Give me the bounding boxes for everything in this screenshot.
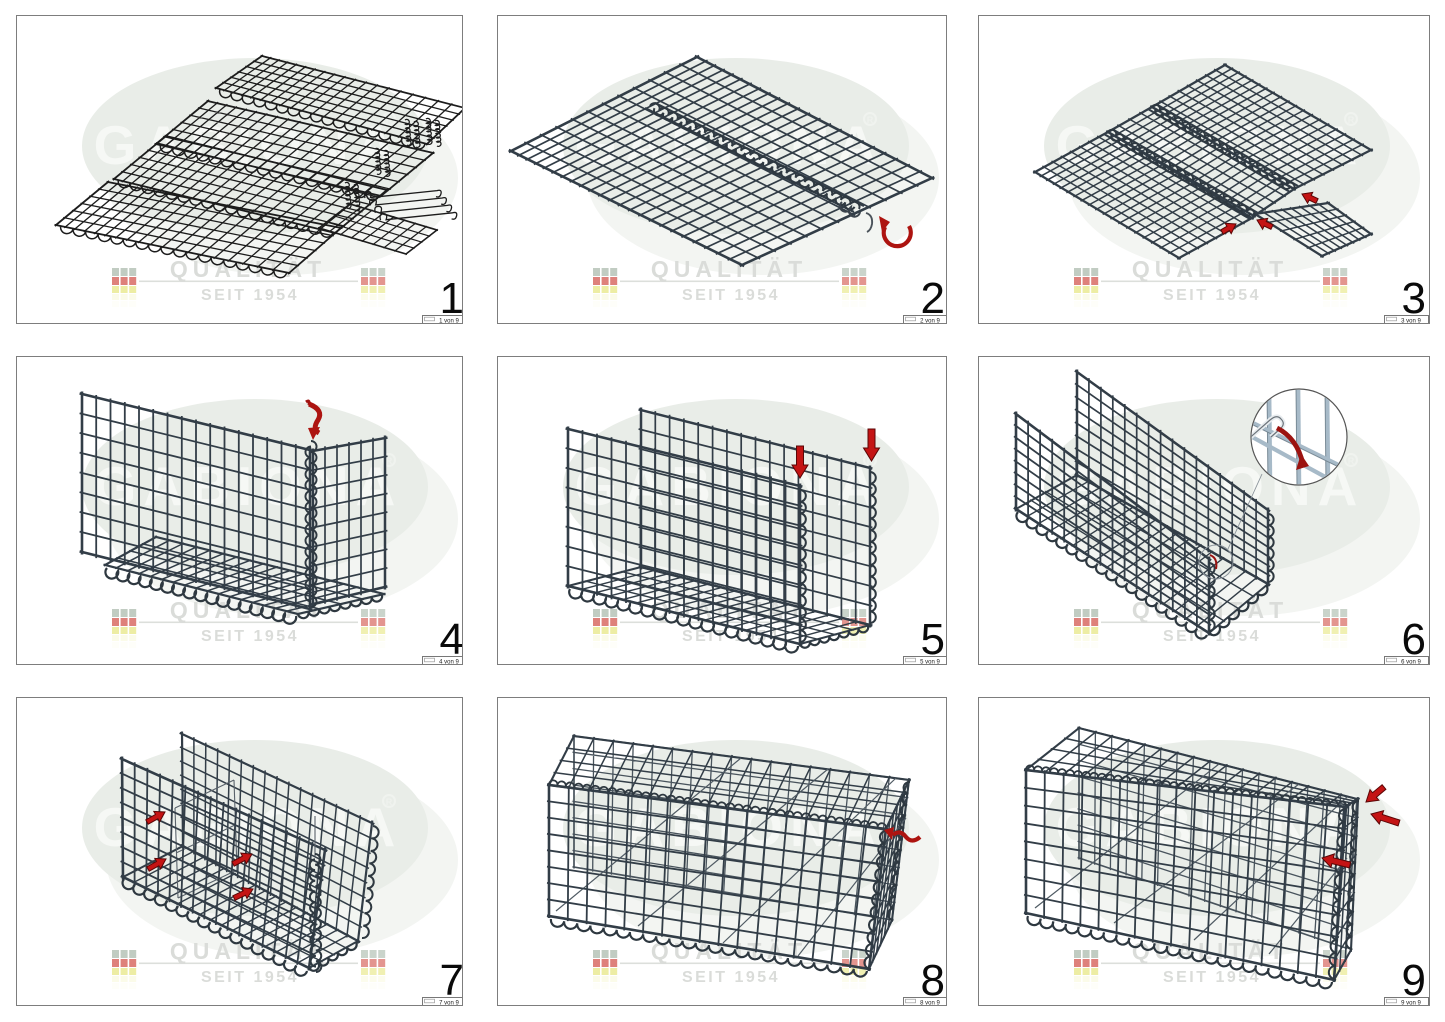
svg-text:5 von 9: 5 von 9	[920, 659, 940, 664]
svg-text:4 von 9: 4 von 9	[439, 659, 459, 664]
svg-text:7 von 9: 7 von 9	[439, 1000, 459, 1005]
svg-text:4: 4	[440, 615, 462, 664]
svg-text:6 von 9: 6 von 9	[1401, 659, 1421, 664]
svg-text:QUALITÄT: QUALITÄT	[651, 256, 807, 282]
svg-text:8: 8	[921, 956, 945, 1005]
svg-text:SEIT 1954: SEIT 1954	[682, 969, 780, 986]
svg-text:9 von 9: 9 von 9	[1401, 1000, 1421, 1005]
svg-text:1 von 9: 1 von 9	[439, 318, 459, 323]
svg-text:SEIT 1954: SEIT 1954	[1163, 287, 1261, 304]
svg-text:SEIT 1954: SEIT 1954	[201, 628, 299, 645]
svg-text:R: R	[386, 115, 393, 125]
svg-text:8 von 9: 8 von 9	[920, 1000, 940, 1005]
svg-text:3: 3	[1402, 274, 1426, 323]
svg-text:9: 9	[1402, 956, 1426, 1005]
svg-text:SEIT 1954: SEIT 1954	[1163, 969, 1261, 986]
svg-text:6: 6	[1402, 615, 1426, 664]
svg-text:R: R	[1348, 456, 1355, 466]
svg-text:2 von 9: 2 von 9	[920, 318, 940, 323]
svg-text:1: 1	[440, 274, 462, 323]
svg-text:R: R	[1348, 115, 1355, 125]
svg-text:7: 7	[440, 956, 462, 1005]
svg-text:R: R	[386, 456, 393, 466]
svg-text:5: 5	[921, 615, 945, 664]
svg-text:QUALITÄT: QUALITÄT	[651, 938, 807, 964]
svg-text:SEIT 1954: SEIT 1954	[682, 287, 780, 304]
svg-text:SEIT 1954: SEIT 1954	[1163, 628, 1261, 645]
svg-text:2: 2	[921, 274, 945, 323]
svg-text:R: R	[867, 456, 874, 466]
svg-text:QUALITÄT: QUALITÄT	[1132, 256, 1288, 282]
svg-text:R: R	[867, 115, 874, 125]
svg-text:SEIT 1954: SEIT 1954	[201, 969, 299, 986]
svg-text:GABIONA: GABIONA	[94, 455, 403, 517]
svg-text:3 von 9: 3 von 9	[1401, 318, 1421, 323]
svg-text:QUALITÄT: QUALITÄT	[170, 938, 326, 964]
svg-text:R: R	[386, 797, 393, 807]
svg-text:SEIT 1954: SEIT 1954	[201, 287, 299, 304]
